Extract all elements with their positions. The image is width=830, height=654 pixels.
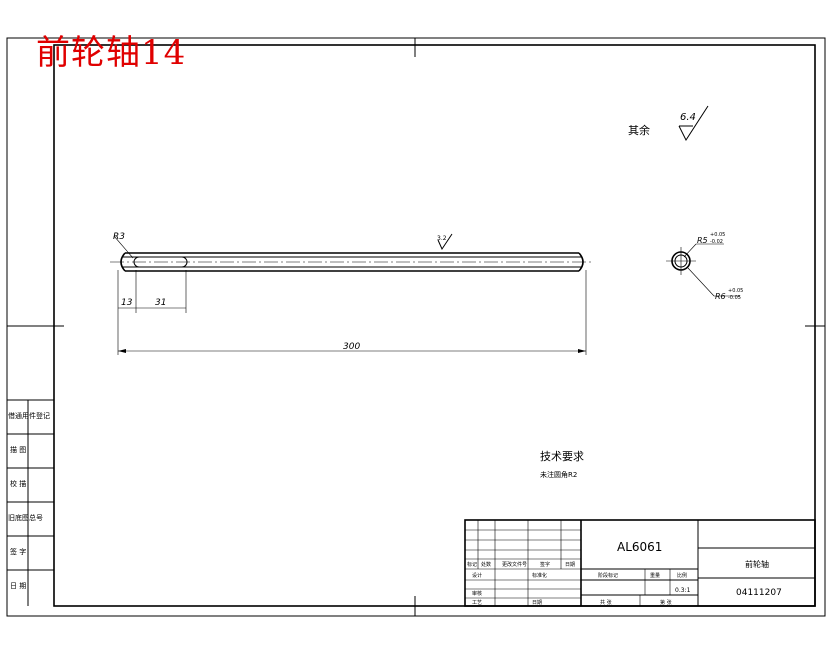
- rev-header-5: 日期: [565, 562, 575, 568]
- scale-value: 0.3:1: [675, 587, 691, 594]
- strip-label-5: 签 字: [10, 547, 26, 556]
- rev-header-1: 标记: [467, 561, 477, 568]
- rev-header-4: 签字: [540, 561, 550, 568]
- inner-radius-dim: R5: [697, 236, 708, 245]
- left-strip: 借通用件登记 描 图 校 描 旧底图总号 签 字 日 期: [7, 399, 54, 606]
- strip-label-4: 旧底图总号: [8, 513, 43, 522]
- strip-label-3: 校 描: [10, 479, 26, 488]
- strip-label-6: 日 期: [10, 582, 26, 590]
- header-weight: 重量: [650, 572, 660, 579]
- inner-radius-tol-up: +0.05: [710, 232, 725, 238]
- tech-req-note: 未注圆角R2: [540, 470, 577, 479]
- tech-req-title: 技术要求: [540, 450, 584, 463]
- part-name: 前轮轴: [745, 559, 769, 569]
- surface-mark: 3.2: [437, 235, 447, 242]
- outer-radius-tol-up: +0.05: [728, 288, 743, 294]
- tech-requirements: 技术要求 未注圆角R2: [540, 450, 584, 479]
- date-label: 日期: [532, 600, 542, 606]
- centering-marks: [7, 38, 825, 616]
- rev-header-2: 处数: [481, 561, 491, 568]
- slot-offset-dim: 13: [121, 298, 133, 308]
- outer-radius-dim: R6: [715, 292, 726, 301]
- strip-label-2: 描 图: [10, 445, 26, 454]
- roughness-value: 6.4: [680, 112, 696, 123]
- reviewer-label: 审核: [472, 590, 482, 597]
- outer-radius-tol-low: -0.05: [728, 295, 741, 301]
- chamfer-dim: R3: [113, 232, 125, 242]
- stamp-title: 前轮轴14: [36, 33, 187, 73]
- general-roughness: 其余 6.4: [628, 105, 709, 142]
- sheet-number: 第 张: [660, 599, 672, 606]
- rev-header-3: 更改文件号: [502, 561, 527, 568]
- inner-radius-tol-low: -0.02: [710, 239, 723, 245]
- shaft-slot: [133, 256, 188, 268]
- strip-label-1: 借通用件登记: [8, 411, 50, 420]
- cross-section: R5 +0.05 -0.02 R6 +0.05 -0.05: [666, 232, 743, 301]
- roughness-label: 其余: [628, 123, 650, 137]
- inner-border: [53, 44, 816, 607]
- outer-border: [6, 37, 826, 617]
- dimension-lines: R3 13 31 300: [113, 232, 587, 355]
- designer-label: 设计: [472, 572, 482, 579]
- material: AL6061: [617, 540, 662, 554]
- header-scale: 比例: [677, 572, 687, 579]
- title-block: 标记 处数 更改文件号 签字 日期 设计 标准化 审核 工艺 日期 AL6061…: [464, 519, 816, 607]
- standardization-label: 标准化: [532, 572, 547, 579]
- shaft-view: 3.2: [110, 233, 592, 272]
- overall-length-dim: 300: [343, 342, 360, 352]
- process-label: 工艺: [472, 600, 482, 606]
- sheets-count: 共 张: [600, 599, 612, 606]
- slot-length-dim: 31: [155, 298, 166, 308]
- header-marks: 阶段标记: [598, 572, 618, 579]
- drawing-number: 04111207: [736, 588, 782, 598]
